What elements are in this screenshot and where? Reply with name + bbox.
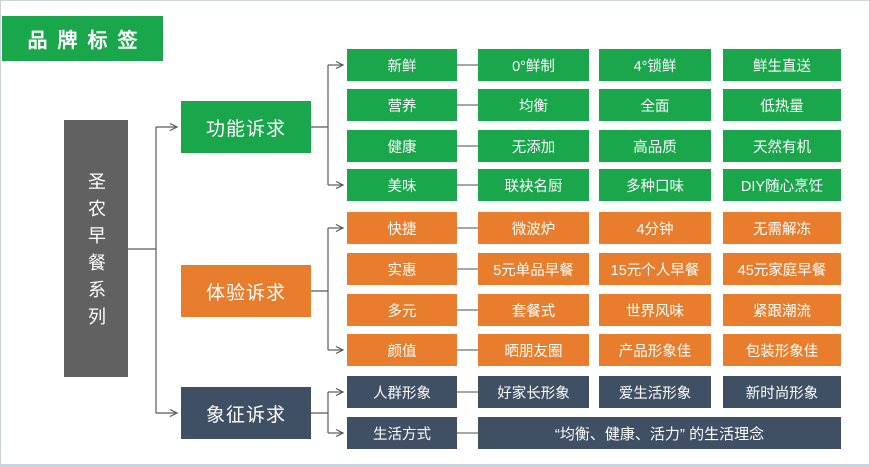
row-cell: 微波炉 [478, 212, 589, 244]
row-cell: 晒朋友圈 [478, 334, 589, 366]
diagram-title: 品牌标签 [2, 16, 163, 61]
row-label-box: 人群形象 [347, 376, 457, 408]
row-label-box: 健康 [347, 130, 457, 162]
group-box-functional: 功能诉求 [181, 101, 311, 153]
row-label-box: 实惠 [347, 253, 457, 285]
row-label-box: 快捷 [347, 212, 457, 244]
group-box-symbolic: 象征诉求 [181, 387, 311, 439]
row-cell: 均衡 [478, 89, 589, 121]
row-cell: DIY随心烹饪 [723, 169, 841, 201]
row-cell: 45元家庭早餐 [723, 253, 841, 285]
row-cell: 4分钟 [599, 212, 711, 244]
row-cell: 高品质 [599, 130, 711, 162]
row-cell: 紧跟潮流 [723, 294, 841, 326]
row-cell: 包装形象佳 [723, 334, 841, 366]
row-cell: 联袂名厨 [478, 169, 589, 201]
row-cell: 多种口味 [599, 169, 711, 201]
row-cell: 产品形象佳 [599, 334, 711, 366]
row-label-box: 美味 [347, 169, 457, 201]
row-cell: 世界风味 [599, 294, 711, 326]
row-cell: 4°锁鲜 [599, 49, 711, 81]
row-cell: 鲜生直送 [723, 49, 841, 81]
row-cell: 无需解冻 [723, 212, 841, 244]
row-wide-cell: “均衡、健康、活力” 的生活理念 [478, 417, 841, 449]
row-cell: 0°鲜制 [478, 49, 589, 81]
root-node-breakfast-series: 圣农早餐系列 [64, 120, 128, 377]
row-label-box: 新鲜 [347, 49, 457, 81]
row-cell: 15元个人早餐 [599, 253, 711, 285]
row-label-box: 颜值 [347, 334, 457, 366]
row-label-box: 生活方式 [347, 417, 457, 449]
row-cell: 天然有机 [723, 130, 841, 162]
row-cell: 低热量 [723, 89, 841, 121]
row-cell: 新时尚形象 [723, 376, 841, 408]
row-label-box: 营养 [347, 89, 457, 121]
row-label-box: 多元 [347, 294, 457, 326]
row-cell: 好家长形象 [478, 376, 589, 408]
row-cell: 5元单品早餐 [478, 253, 589, 285]
row-cell: 套餐式 [478, 294, 589, 326]
group-box-experience: 体验诉求 [181, 265, 311, 317]
row-cell: 爱生活形象 [599, 376, 711, 408]
row-cell: 无添加 [478, 130, 589, 162]
row-cell: 全面 [599, 89, 711, 121]
